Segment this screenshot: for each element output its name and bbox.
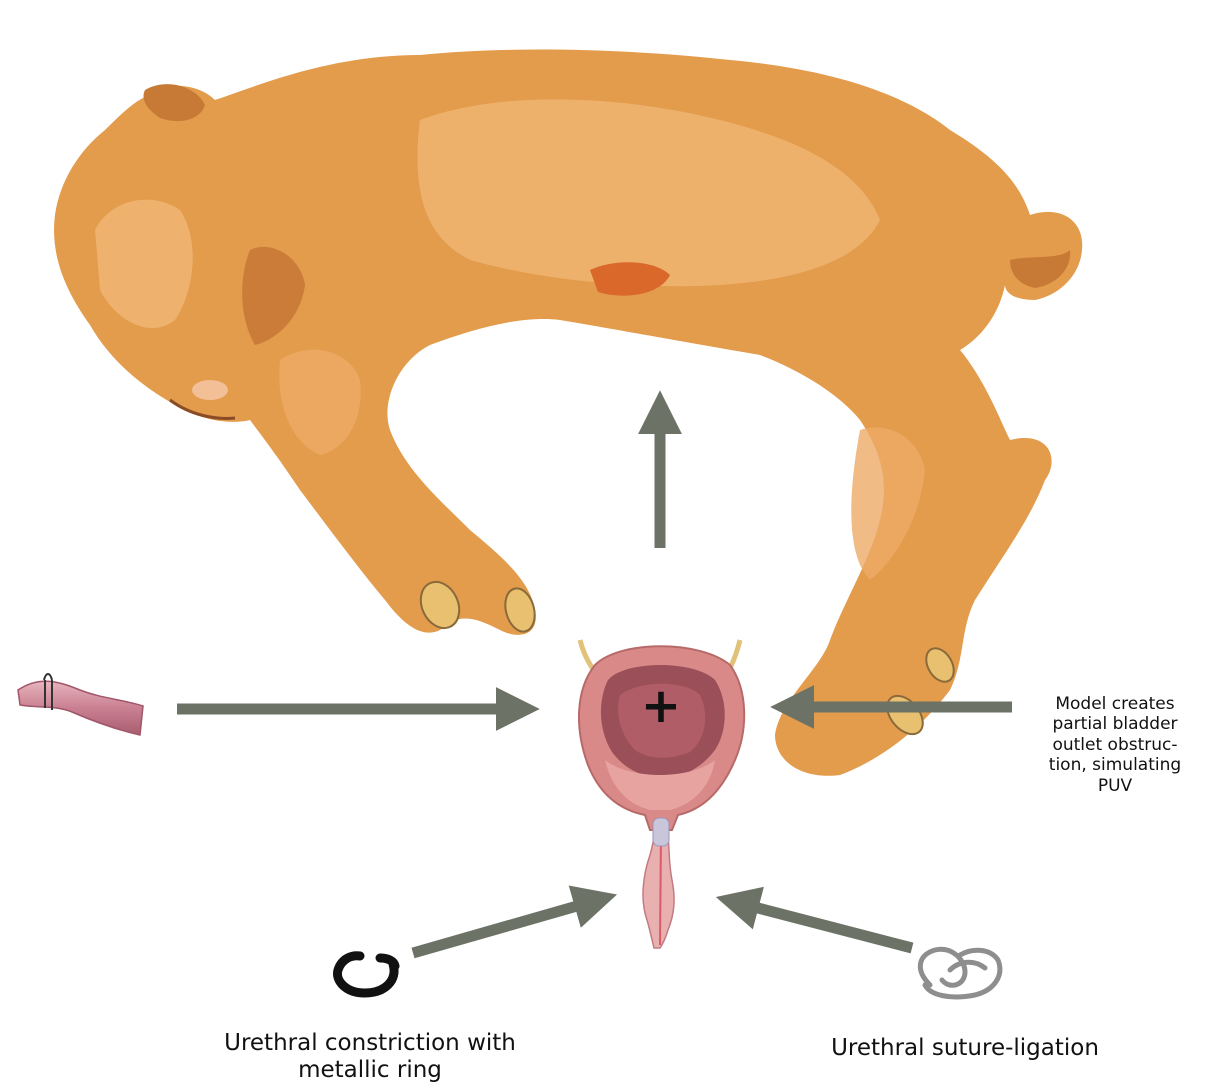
model-description-label: Model creates partial bladder outlet obs… xyxy=(1040,694,1190,796)
suture-knot-icon xyxy=(920,949,1000,997)
fetal-lamb-illustration xyxy=(54,50,1082,776)
bladder-urethra-illustration: + xyxy=(579,640,744,948)
arrow-suture-to-center xyxy=(735,902,912,948)
ring-label: Urethral constriction with metallic ring xyxy=(205,1030,535,1084)
arrow-ring-to-center xyxy=(413,900,598,953)
metallic-ring-icon xyxy=(337,956,395,993)
suture-label: Urethral suture-ligation xyxy=(800,1035,1130,1062)
urethra-tube-icon xyxy=(18,674,143,735)
bladder-plus-symbol: + xyxy=(641,678,681,734)
